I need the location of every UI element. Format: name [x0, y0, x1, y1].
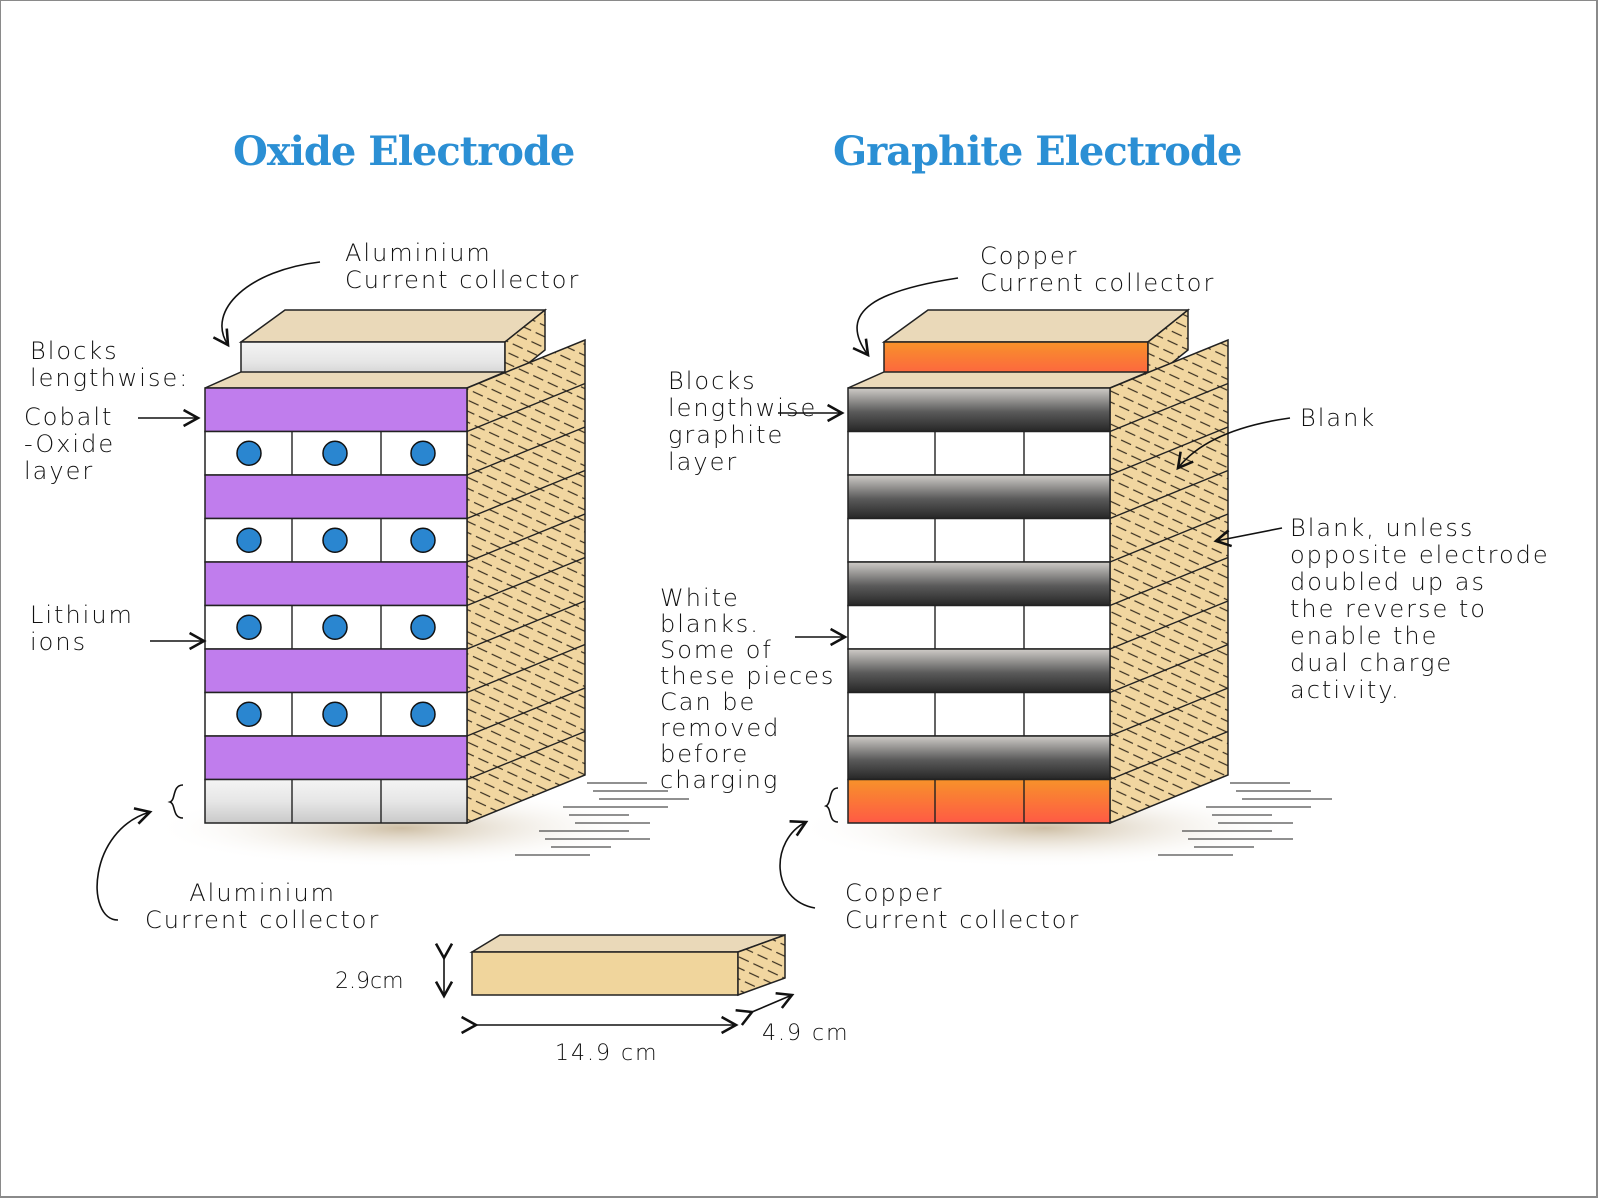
width-arrow [735, 991, 795, 1026]
stack-top-face [847, 371, 1149, 389]
lithium-ion [236, 701, 262, 727]
dimension-width: 4.9 cm [762, 1021, 850, 1046]
lithium-ion [410, 440, 436, 466]
blank-layer [847, 691, 1111, 737]
side-row-line [1109, 643, 1229, 694]
cobalt-layer [204, 561, 468, 607]
label-cobalt-oxide: Cobalt -Oxide layer [24, 403, 116, 485]
cobalt-layer [204, 735, 468, 781]
top-collector-side [1147, 308, 1189, 384]
stack-top-face [204, 371, 506, 389]
lithium-ion [322, 440, 348, 466]
side-row-line [466, 469, 586, 520]
graphite-layer [847, 735, 1111, 781]
label-white-blanks: White blanks. Some of these pieces Can b… [660, 584, 836, 794]
arrow-cu-bottom [779, 820, 816, 909]
graphite-layer [847, 648, 1111, 694]
side-row-line [466, 600, 586, 650]
lithium-ion [410, 701, 436, 727]
single-block-dimensions [434, 933, 795, 1035]
graphite-layer [847, 474, 1111, 520]
lithium-ion [236, 527, 262, 553]
blank-layer [847, 517, 1111, 563]
side-row-line [466, 687, 586, 737]
cobalt-layer [204, 387, 468, 433]
dimension-length: 14.9 cm [555, 1041, 659, 1066]
side-row-line [1109, 730, 1229, 781]
side-row-line [466, 730, 586, 781]
side-row-line [1109, 382, 1229, 433]
side-row-line [466, 513, 586, 563]
label-graphite-top-collector: Copper Current collector [980, 242, 1216, 297]
cobalt-layer [204, 474, 468, 520]
top-collector-top-face [238, 309, 548, 343]
label-lithium-ions: Lithium ions [30, 601, 134, 656]
copper-layer [847, 778, 1111, 824]
cobalt-layer [204, 648, 468, 694]
side-row-line [1109, 469, 1229, 520]
side-row-line [1109, 426, 1229, 476]
lithium-ion [322, 701, 348, 727]
top-collector-side [504, 308, 546, 384]
side-row-line [466, 382, 586, 433]
side-row-line [466, 643, 586, 694]
arrow-blank-unless [1213, 527, 1283, 548]
side-row-line [1109, 600, 1229, 650]
oxide-electrode-title: Oxide Electrode [233, 128, 575, 175]
arrow-blank [1176, 417, 1291, 471]
blank-layer [847, 604, 1111, 650]
oxide-electrode-stack [151, 308, 689, 868]
aluminium-layer [204, 778, 468, 824]
side-row-line [1109, 687, 1229, 737]
blank-layer [847, 430, 1111, 476]
label-blank: Blank [1300, 404, 1377, 432]
label-oxide-top-collector: Aluminium Current collector [345, 239, 581, 294]
side-row-line [1109, 513, 1229, 563]
label-oxide-blocks-lengthwise: Blocks lengthwise: [30, 337, 190, 392]
lithium-ion [410, 527, 436, 553]
brace-cu-bottom [823, 787, 839, 823]
brace-al-bottom [167, 784, 184, 819]
arrow-al-top [212, 261, 321, 348]
lithium-ion [236, 614, 262, 640]
graphite-electrode-stack [794, 308, 1332, 868]
arrow-cu-top [852, 277, 959, 358]
dimension-height: 2.9cm [335, 969, 404, 994]
lithium-ion [410, 614, 436, 640]
arrow-al-bottom [96, 807, 153, 921]
side-row-line [466, 426, 586, 476]
graphite-electrode-title: Graphite Electrode [833, 128, 1242, 175]
side-row-line [1109, 556, 1229, 607]
block-front-face [471, 951, 739, 996]
label-oxide-bottom-collector: Aluminium Current collector [145, 879, 381, 934]
graphite-layer [847, 387, 1111, 433]
annotation-arrows [96, 261, 1291, 921]
block-side-face [737, 933, 786, 997]
label-graphite-bottom-collector: Copper Current collector [845, 879, 1081, 934]
graphite-layer [847, 561, 1111, 607]
label-blank-unless: Blank, unless opposite electrode doubled… [1290, 514, 1550, 704]
side-row-line [466, 556, 586, 607]
label-graphite-blocks-lengthwise: Blocks lengthwise graphite layer [668, 367, 818, 476]
lithium-ion [322, 527, 348, 553]
lithium-ion [322, 614, 348, 640]
lithium-ion [236, 440, 262, 466]
block-top-face [469, 934, 786, 953]
top-collector-top-face [881, 309, 1191, 343]
